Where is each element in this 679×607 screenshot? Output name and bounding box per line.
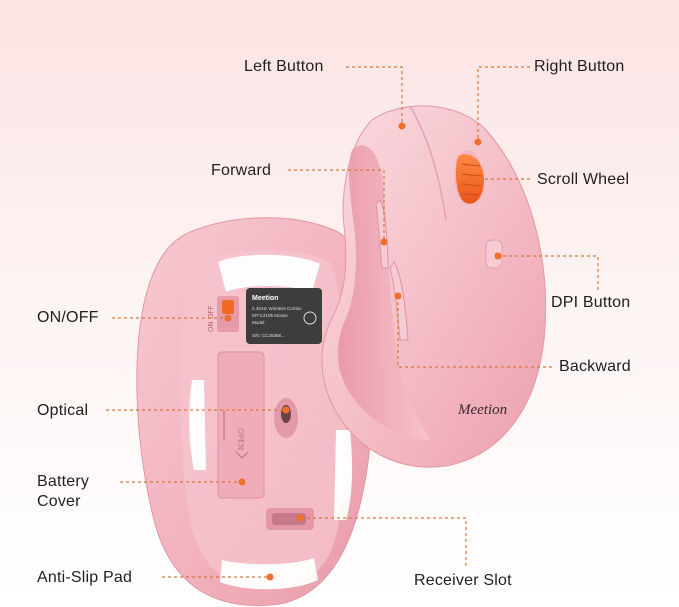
forward-button[interactable] — [375, 199, 389, 269]
brand-logo: Meetion — [457, 402, 507, 418]
svg-text:S/N: CC26368...: S/N: CC26368... — [252, 333, 285, 338]
leader-lines — [106, 66, 599, 578]
label-dpi-button: DPI Button — [551, 294, 631, 311]
anti-slip-pad-left — [189, 380, 206, 470]
dot-anti-slip-pad — [266, 573, 274, 581]
product-sticker: Meetion 2.4GHz Wireless Combo MT-C4105 M… — [246, 288, 322, 344]
cover-open-text: OPEN — [236, 428, 245, 450]
label-on-off: ON/OFF — [37, 309, 99, 326]
dot-scroll-wheel — [466, 175, 474, 183]
dot-backward — [394, 292, 402, 300]
label-battery-cover-1: Battery — [37, 473, 90, 490]
anti-slip-pad-top — [218, 254, 320, 292]
label-scroll-wheel: Scroll Wheel — [537, 171, 630, 188]
dot-dpi-button — [494, 252, 502, 260]
label-optical: Optical — [37, 402, 89, 419]
dpi-button[interactable] — [485, 239, 503, 269]
label-left-button: Left Button — [244, 58, 324, 75]
dot-on-off — [224, 314, 232, 322]
label-anti-slip-pad: Anti-Slip Pad — [37, 569, 133, 586]
mouse-bottom-view: ON OFF Meetion 2.4GHz Wireless Combo MT-… — [136, 217, 375, 607]
dot-optical — [282, 406, 290, 414]
battery-cover[interactable] — [217, 351, 265, 499]
label-backward: Backward — [559, 358, 631, 375]
anti-slip-pad-bottom — [220, 558, 318, 590]
label-right-button: Right Button — [534, 58, 625, 75]
backward-button[interactable] — [389, 261, 409, 341]
label-forward: Forward — [211, 162, 272, 179]
label-receiver-slot: Receiver Slot — [414, 572, 512, 589]
svg-text:Meetion: Meetion — [252, 295, 278, 302]
callout-dots — [224, 122, 502, 581]
svg-text:MT-C4105 Mouse: MT-C4105 Mouse — [252, 313, 288, 318]
anti-slip-pad-right — [334, 430, 353, 520]
dot-battery-cover — [238, 478, 246, 486]
mouse-top-view: Meetion — [321, 105, 547, 468]
dot-right-button — [474, 138, 482, 146]
dot-left-button — [398, 122, 406, 130]
svg-text:2.4GHz Wireless Combo: 2.4GHz Wireless Combo — [252, 306, 302, 311]
label-battery-cover-2: Cover — [37, 493, 81, 510]
dot-forward — [380, 238, 388, 246]
svg-text:Model:: Model: — [252, 320, 266, 325]
dot-receiver-slot — [296, 514, 304, 522]
switch-text: ON OFF — [207, 305, 215, 332]
